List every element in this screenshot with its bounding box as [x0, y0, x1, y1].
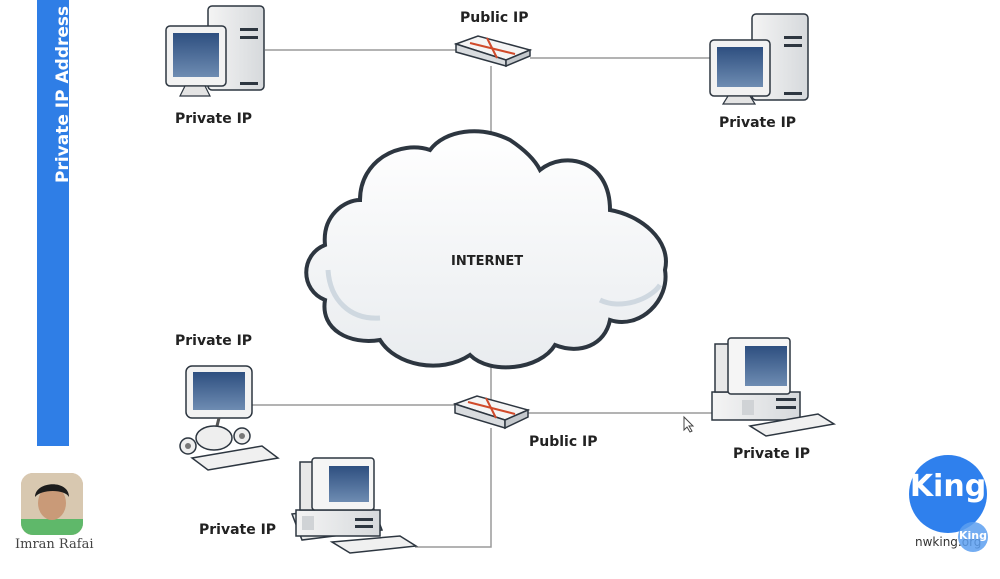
router-bottom	[452, 395, 531, 430]
router-top-label: Public IP	[460, 10, 529, 26]
computer-top-left	[165, 5, 265, 97]
computer-top-right	[709, 13, 809, 105]
connection-lines	[252, 49, 713, 548]
computer-bottom-center-label: Private IP	[199, 522, 277, 538]
router-top	[453, 35, 533, 68]
brand-logo-text: King	[909, 469, 987, 504]
computer-bottom-right-label: Private IP	[733, 446, 811, 462]
computer-bottom-left	[179, 365, 280, 471]
computer-bottom-left-label: Private IP	[175, 333, 253, 349]
computer-top-left-label: Private IP	[175, 111, 253, 127]
presenter-name: Imran Rafai	[15, 537, 94, 552]
sidebar-banner	[37, 0, 69, 446]
router-bottom-label: Public IP	[529, 434, 598, 450]
computer-bottom-right	[711, 337, 837, 437]
cloud-label: INTERNET	[451, 254, 524, 269]
mouse-cursor-icon	[683, 415, 695, 433]
presenter-avatar	[21, 473, 83, 535]
computer-top-right-label: Private IP	[719, 115, 797, 131]
internet-cloud	[304, 129, 668, 370]
computer-bottom-center	[290, 457, 419, 554]
brand-watermark-text: King	[959, 529, 987, 542]
link-router-bottomcenter	[415, 428, 492, 548]
brand-watermark: King	[958, 522, 988, 552]
brand-logo: King	[909, 455, 987, 533]
